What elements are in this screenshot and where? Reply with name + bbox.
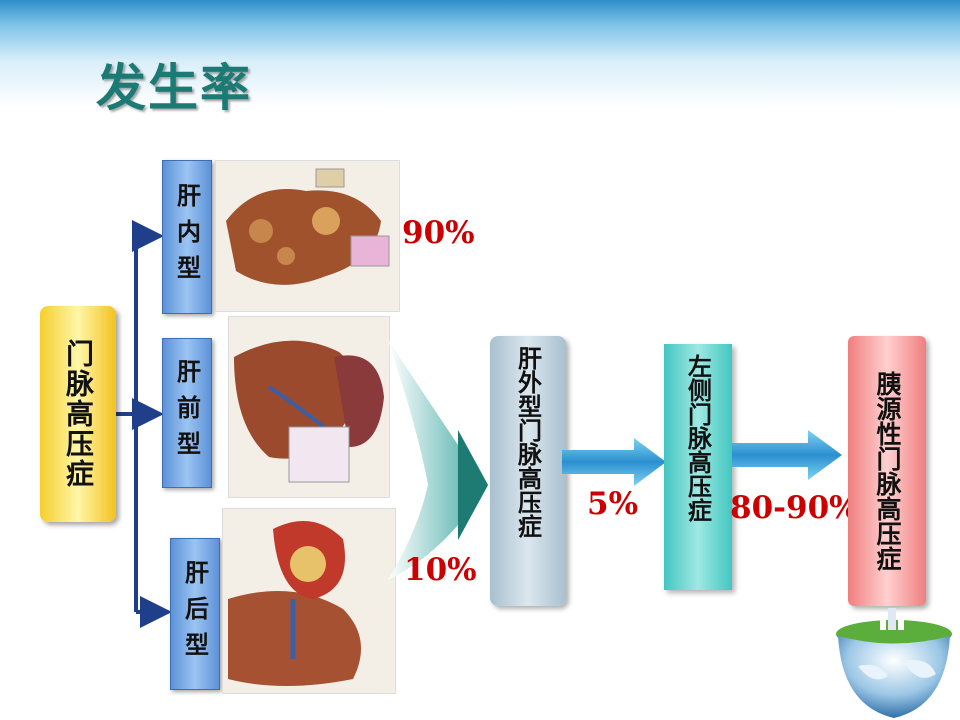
header-background [0,0,960,135]
prehepatic-type-box: 肝前型 [162,338,212,488]
intrahepatic-type-box: 肝内型 [162,160,212,314]
liver-illustration-prehepatic [228,316,390,498]
merge-arrow [388,340,488,580]
flow-arrow-1 [562,438,666,486]
heart-liver-illustration-posthepatic [222,508,396,694]
pancreatic-portal-hypertension-box: 胰源性门脉高压症 [848,336,926,606]
portal-hypertension-box: 门脉高压症 [40,306,116,522]
percent-intrahepatic: 90% [402,215,475,251]
left-sided-portal-hypertension-box: 左侧门脉高压症 [664,344,732,590]
percent-pancreatic: 80-90% [730,490,859,526]
globe-decoration-icon [836,608,952,718]
percent-extrahepatic: 10% [404,552,477,588]
posthepatic-type-box: 肝后型 [170,538,220,690]
page-title: 发生率 [96,59,252,117]
percent-left-sided: 5% [587,486,639,522]
extrahepatic-portal-hypertension-box: 肝外型门脉高压症 [490,336,566,606]
flow-arrow-2 [732,430,842,480]
liver-illustration-intrahepatic [215,160,400,312]
